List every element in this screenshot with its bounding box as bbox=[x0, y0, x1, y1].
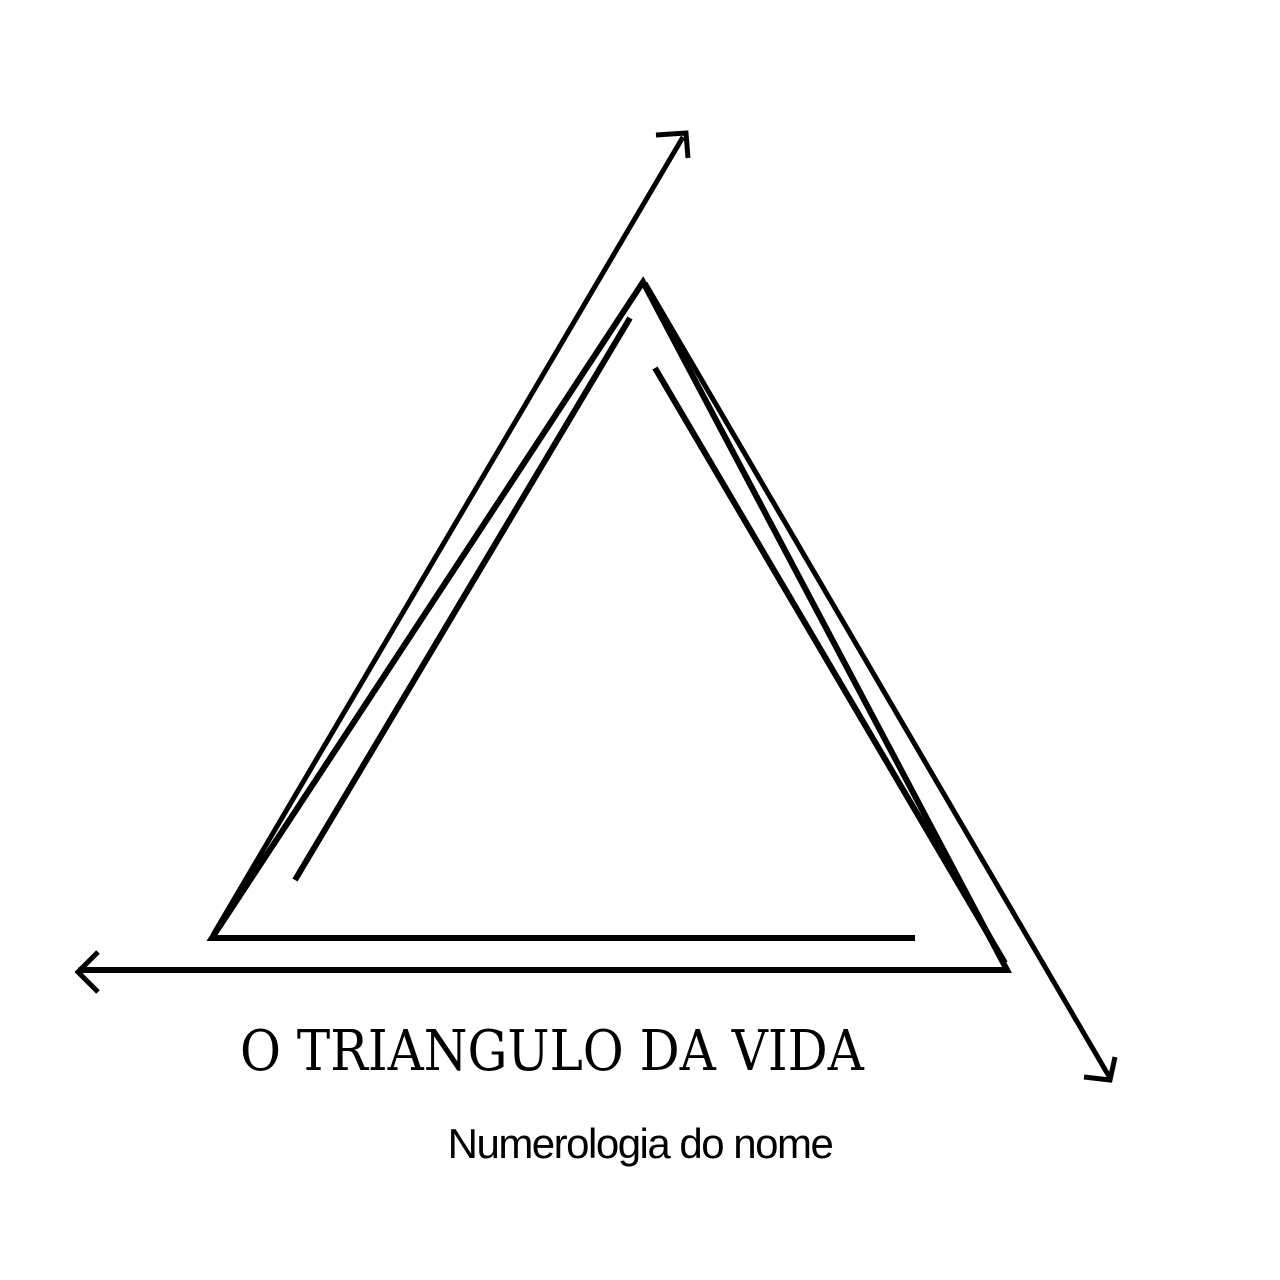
arrow-up-right-icon bbox=[210, 130, 691, 937]
inner-left-line bbox=[292, 316, 633, 882]
arrow-down-right-icon bbox=[642, 281, 1118, 1083]
arrow-left-icon bbox=[74, 950, 1005, 994]
inner-right-line bbox=[652, 366, 1008, 965]
logo-title: O TRIANGULO DA VIDA bbox=[240, 1018, 864, 1084]
logo-subtitle: Numerologia do nome bbox=[447, 1120, 834, 1167]
